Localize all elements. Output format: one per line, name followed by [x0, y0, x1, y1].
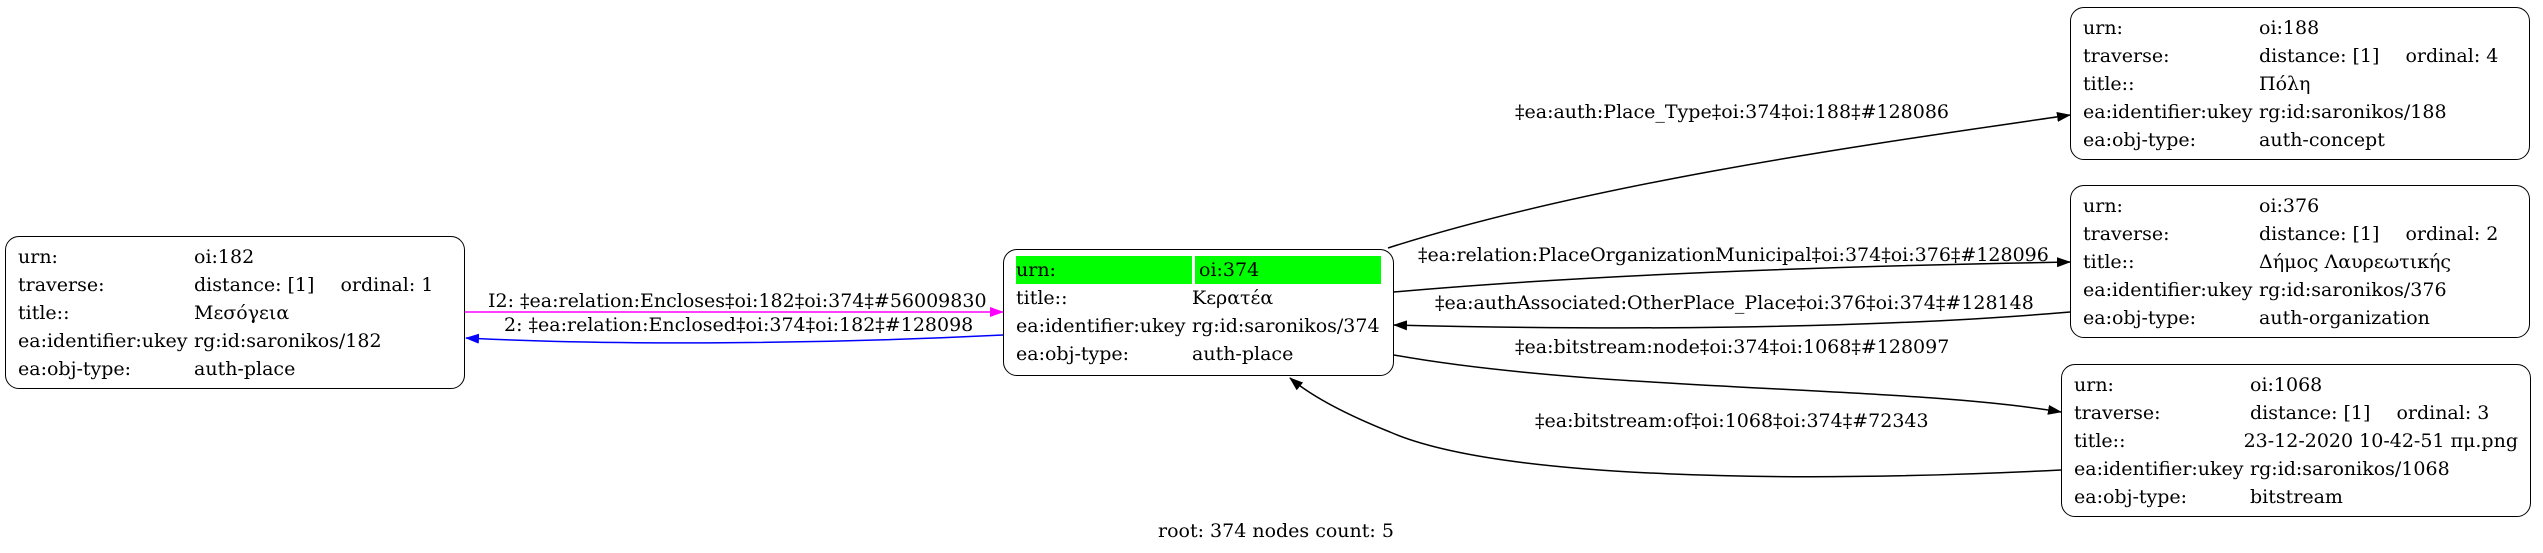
field-value: Μεσόγεια: [194, 302, 290, 324]
row-title: title::Πόλη: [2083, 70, 2517, 98]
field-value: oi:182: [194, 246, 255, 268]
row-obj-type: ea:obj-type: auth-organization: [2083, 304, 2517, 332]
edge-label-other-place: ‡ea:authAssociated:OtherPlace_Place‡oi:3…: [1435, 292, 2034, 314]
field-value: auth-place: [194, 358, 296, 380]
field-key: urn:: [2083, 17, 2123, 39]
field-value: auth-concept: [2259, 129, 2385, 151]
field-value: distance: [1]: [2250, 402, 2371, 424]
row-urn: urn: oi:1068: [2074, 371, 2518, 399]
row-urn-highlighted: urn:oi:374: [1016, 256, 1381, 284]
field-value: distance: [1]: [2259, 223, 2380, 245]
field-value: distance: [1]: [2259, 45, 2380, 67]
row-urn: urn: oi:182: [18, 243, 452, 271]
field-key: ea:identifier:ukey: [2083, 279, 2253, 301]
field-value: 23-12-2020 10-42-51 πμ.png: [2243, 430, 2518, 452]
row-title: title::Δήμος Λαυρεωτικής: [2083, 248, 2517, 276]
edge-label-bitstream-of: ‡ea:bitstream:of‡oi:1068‡oi:374‡#72343: [1535, 410, 1929, 432]
field-key: title::: [2083, 251, 2135, 273]
field-key: title::: [18, 302, 70, 324]
field-key: urn:: [18, 246, 58, 268]
row-traverse: traverse: distance: [1] ordinal: 4: [2083, 42, 2517, 70]
node-oi-182[interactable]: urn: oi:182 traverse: distance: [1] ordinal…: [5, 236, 465, 389]
row-identifier: ea:identifier:ukey rg:id:saronikos/188: [2083, 98, 2517, 126]
edge-label-municipal: ‡ea:relation:PlaceOrganizationMunicipal‡…: [1418, 244, 2049, 266]
field-ordinal: ordinal: 2: [2405, 223, 2499, 245]
field-ordinal: ordinal: 3: [2396, 402, 2490, 424]
row-traverse: traverse: distance: [1] ordinal: 2: [2083, 220, 2517, 248]
row-title: title::23-12-2020 10-42-51 πμ.png: [2074, 427, 2518, 455]
field-value: oi:188: [2259, 17, 2320, 39]
field-key: ea:identifier:ukey: [1016, 315, 1186, 337]
field-key: ea:identifier:ukey: [2083, 101, 2253, 123]
field-value: rg:id:saronikos/374: [1192, 315, 1380, 337]
field-value: bitstream: [2250, 486, 2343, 508]
row-traverse: traverse: distance: [1] ordinal: 1: [18, 271, 452, 299]
row-title: title::Μεσόγεια: [18, 299, 452, 327]
field-key: urn:: [2074, 374, 2114, 396]
field-key: ea:obj-type:: [2083, 307, 2197, 329]
field-key: traverse:: [2083, 223, 2170, 245]
row-obj-type: ea:obj-type: auth-place: [18, 355, 452, 383]
field-value: auth-organization: [2259, 307, 2430, 329]
graph-footer: root: 374 nodes count: 5: [1158, 520, 1394, 542]
row-identifier: ea:identifier:ukey rg:id:saronikos/182: [18, 327, 452, 355]
edge-other-place: [1393, 311, 2071, 331]
field-value: oi:1068: [2250, 374, 2323, 396]
field-key: traverse:: [2083, 45, 2170, 67]
field-key: ea:obj-type:: [18, 358, 132, 380]
field-key: title::: [2074, 430, 2126, 452]
edge-enclosed: [465, 333, 1004, 344]
field-value: rg:id:saronikos/1068: [2250, 458, 2450, 480]
row-identifier: ea:identifier:ukey rg:id:saronikos/1068: [2074, 455, 2518, 483]
edge-label-place-type: ‡ea:auth:Place_Type‡oi:374‡oi:188‡#12808…: [1515, 101, 1950, 123]
node-oi-376[interactable]: urn: oi:376 traverse: distance: [1] ordinal…: [2070, 185, 2530, 338]
field-value: Πόλη: [2259, 73, 2311, 95]
edge-label-bitstream-node: ‡ea:bitstream:node‡oi:374‡oi:1068‡#12809…: [1515, 336, 1950, 358]
edge-bitstream-of: [1289, 377, 2062, 478]
field-value: oi:376: [2259, 195, 2320, 217]
node-oi-1068[interactable]: urn: oi:1068 traverse: distance: [1] ordina…: [2061, 364, 2531, 517]
field-key: title::: [2083, 73, 2135, 95]
field-key: ea:obj-type:: [1016, 343, 1130, 365]
field-value: distance: [1]: [194, 274, 315, 296]
row-title: title::Κερατέα: [1016, 284, 1381, 312]
field-key: urn:: [1014, 256, 1195, 284]
field-value: oi:374: [1199, 259, 1260, 281]
field-key: traverse:: [2074, 402, 2161, 424]
edge-place-type: [1387, 111, 2071, 249]
field-value: rg:id:saronikos/376: [2259, 279, 2447, 301]
edge-label-enclosed: 2: ‡ea:relation:Enclosed‡oi:374‡oi:182‡#…: [504, 314, 974, 336]
row-identifier: ea:identifier:ukey rg:id:saronikos/376: [2083, 276, 2517, 304]
node-oi-374-root[interactable]: urn:oi:374 title::Κερατέα ea:identifier:…: [1003, 249, 1394, 376]
field-ordinal: ordinal: 1: [340, 274, 434, 296]
field-key: ea:obj-type:: [2083, 129, 2197, 151]
field-value: auth-place: [1192, 343, 1294, 365]
row-urn: urn: oi:376: [2083, 192, 2517, 220]
row-obj-type: ea:obj-type: auth-concept: [2083, 126, 2517, 154]
edge-municipal: [1393, 257, 2071, 293]
field-value: rg:id:saronikos/182: [194, 330, 382, 352]
field-value: Δήμος Λαυρεωτικής: [2259, 251, 2452, 273]
row-obj-type: ea:obj-type: bitstream: [2074, 483, 2518, 511]
field-value: rg:id:saronikos/188: [2259, 101, 2447, 123]
field-value: Κερατέα: [1192, 287, 1274, 309]
row-identifier: ea:identifier:ukey rg:id:saronikos/374: [1016, 312, 1381, 340]
edge-bitstream-node: [1393, 354, 2062, 415]
field-key: ea:obj-type:: [2074, 486, 2188, 508]
field-key: urn:: [2083, 195, 2123, 217]
field-key: ea:identifier:ukey: [18, 330, 188, 352]
row-traverse: traverse: distance: [1] ordinal: 3: [2074, 399, 2518, 427]
row-obj-type: ea:obj-type: auth-place: [1016, 340, 1381, 368]
row-urn: urn: oi:188: [2083, 14, 2517, 42]
field-key: traverse:: [18, 274, 105, 296]
node-oi-188[interactable]: urn: oi:188 traverse: distance: [1] ordinal…: [2070, 7, 2530, 160]
edge-label-encloses: I2: ‡ea:relation:Encloses‡oi:182‡oi:374‡…: [488, 290, 987, 312]
field-ordinal: ordinal: 4: [2405, 45, 2499, 67]
field-key: title::: [1016, 287, 1068, 309]
field-key: ea:identifier:ukey: [2074, 458, 2244, 480]
